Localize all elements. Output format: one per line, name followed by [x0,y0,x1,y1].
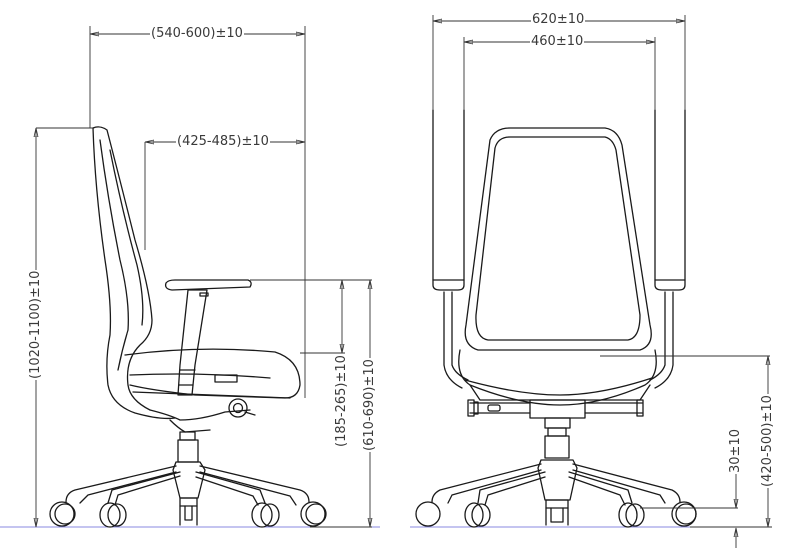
dim-overall-depth: (540-600)±10 [150,26,244,41]
dim-inner-width: 460±10 [530,34,585,49]
front-view-chair [415,109,697,528]
dim-armrest-to-seat: (185-265)±10 [334,354,349,448]
front-view-dimensions [432,15,772,548]
dim-caster-offset: 30±10 [728,428,743,474]
dim-overall-width: 620±10 [531,12,586,27]
side-view-chair [49,126,327,528]
dim-seat-depth: (425-485)±10 [176,134,270,149]
dim-armrest-height: (610-690)±10 [362,358,377,452]
side-view-dimensions [36,26,372,528]
dim-seat-height: (420-500)±10 [760,394,775,488]
dim-overall-height: (1020-1100)±10 [28,269,43,380]
